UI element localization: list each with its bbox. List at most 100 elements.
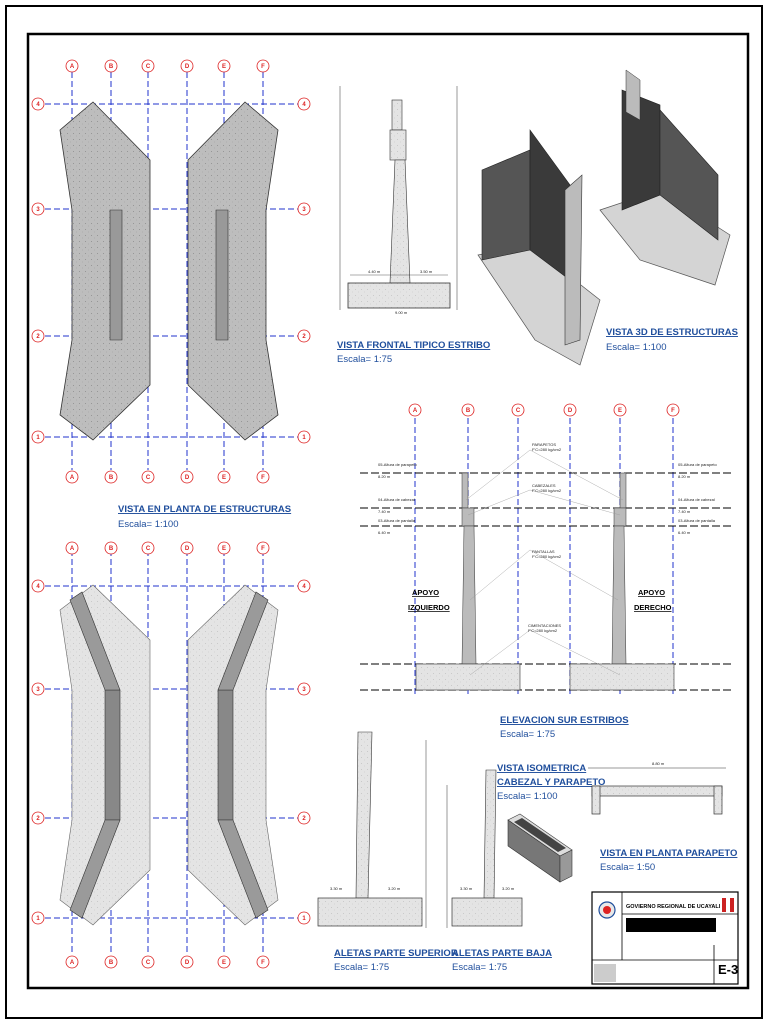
grid-col-C-top-1-label: C [146,546,151,552]
parapeto-title: VISTA EN PLANTA PARAPETO [600,848,737,859]
elev-col-C-label: C [516,408,521,414]
title-block [591,891,739,985]
grid-col-E-bot-0-bubble [217,470,231,484]
grid-col-F-bot-1-label: F [261,960,265,966]
svg-text:3.20 m: 3.20 m [388,886,401,891]
grid-row-1-r-0-bubble [297,430,311,444]
iso-title-1: VISTA ISOMETRICA [497,763,586,774]
grid-col-F-top-1-label: F [261,546,265,552]
grid-row-3-l-0-bubble [31,202,45,216]
plan-scale: Escala= 1:100 [118,519,178,530]
grid-row-1-r-1-bubble [297,911,311,925]
level-pantalla-right-val: 6.40 m [678,530,691,535]
level-pantalla-left: 03-Altura de pantalla [378,518,416,523]
grid-row-2-l-0-bubble [31,329,45,343]
grid-col-B-top-1-label: B [109,546,114,552]
elev-col-B-bubble [461,403,475,417]
svg-text:8.80 m: 8.80 m [652,761,665,766]
grid-row-4-l-1-bubble [31,579,45,593]
outer-border [5,5,763,1019]
grid-row-4-r-1-label: 4 [302,584,306,590]
grid-row-4-r-0-label: 4 [302,102,306,108]
grid-col-A-bot-1-label: A [70,960,75,966]
level-cabezal-right-val: 7.40 m [678,509,691,514]
iso-title-2: CABEZAL Y PARAPETO [497,777,605,788]
grid-row-2-r-1-label: 2 [302,816,306,822]
level-cabezal-left: 04-Altura de cabezal [378,497,415,502]
grid-col-E-top-1-label: E [222,546,226,552]
svg-text:3.20 m: 3.20 m [502,886,515,891]
grid-col-A-bot-1-bubble [65,955,79,969]
grid-row-1-l-0-label: 1 [36,435,40,441]
elevation-title: ELEVACION SUR ESTRIBOS [500,715,629,726]
grid-col-D-bot-1-bubble [180,955,194,969]
label-pantallas: PANTALLAS [532,549,555,554]
grid-col-E-bot-1-label: E [222,960,226,966]
grid-col-D-bot-1-label: D [185,960,190,966]
elev-col-C-bubble [511,403,525,417]
grid-row-2-l-0-label: 2 [36,334,40,340]
label-pantallas-fc: F'C=280 kg/cm2 [532,554,562,559]
elevation-scale: Escala= 1:75 [500,729,555,740]
grid-col-B-bot-0-label: B [109,475,114,481]
view3d-title: VISTA 3D DE ESTRUCTURAS [606,327,738,338]
isometric-view [507,813,573,883]
grid-col-A-bot-0-bubble [65,470,79,484]
org-name: GOVIERNO REGIONAL DE UCAYALI [626,904,721,910]
grid-col-F-bot-1-bubble [256,955,270,969]
plan-title: VISTA EN PLANTA DE ESTRUCTURAS [118,504,291,515]
grid-col-F-bot-0-label: F [261,475,265,481]
elevation-view: PARAPETOS F'C=280 kg/cm2 CABEZALES F'C=2… [360,418,732,695]
aletas-sup-scale: Escala= 1:75 [334,962,389,973]
grid-row-3-l-1-label: 3 [36,687,40,693]
iso-scale: Escala= 1:100 [497,791,557,802]
level-cabezal-left-val: 7.40 m [378,509,391,514]
level-pantalla-right: 03-Altura de pantalla [678,518,716,523]
view-3d [477,69,731,366]
grid-col-E-top-1-bubble [217,541,231,555]
grid-col-A-top-1-label: A [70,546,75,552]
aletas-sup-title: ALETAS PARTE SUPERIOR [334,948,458,959]
grid-col-A-top-1-bubble [65,541,79,555]
aletas-baja-title: ALETAS PARTE BAJA [452,948,552,959]
svg-text:4.40 m: 4.40 m [368,269,381,274]
grid-col-D-bot-0-label: D [185,475,190,481]
grid-row-1-l-0-bubble [31,430,45,444]
grid-row-2-l-1-label: 2 [36,816,40,822]
plan-view-bottom [45,550,300,955]
label-parapetos: PARAPETOS [532,442,556,447]
apoyo-izquierdo-1: APOYO [412,588,439,597]
level-parapeto-left-val: 8.20 m [378,474,391,479]
frontal-scale: Escala= 1:75 [337,354,392,365]
apoyo-izquierdo-2: IZQUIERDO [408,603,450,612]
grid-col-D-top-0-bubble [180,59,194,73]
grid-row-4-l-0-label: 4 [36,102,40,108]
grid-col-D-top-0-label: D [185,64,190,70]
elev-col-F-bubble [666,403,680,417]
grid-col-B-bot-1-bubble [104,955,118,969]
parapeto-scale: Escala= 1:50 [600,862,655,873]
grid-col-F-top-1-bubble [256,541,270,555]
elev-col-F-label: F [671,408,675,414]
grid-row-2-l-1-bubble [31,811,45,825]
plan-view-top [45,72,300,470]
label-cimentaciones-fc: F'C=280 kg/cm2 [528,628,558,633]
elev-col-A-label: A [413,408,418,414]
grid-col-C-bot-0-label: C [146,475,151,481]
level-cabezal-right: 04-Altura de cabezal [678,497,715,502]
sheet-number: E-3 [718,962,738,977]
grid-col-E-top-0-bubble [217,59,231,73]
label-cabezales-fc: F'C=280 kg/cm2 [532,488,562,493]
view3d-scale: Escala= 1:100 [606,342,666,353]
grid-col-A-top-0-bubble [65,59,79,73]
apoyo-derecho-1: APOYO [638,588,665,597]
grid-col-B-top-1-bubble [104,541,118,555]
frontal-title: VISTA FRONTAL TIPICO ESTRIBO [337,340,490,351]
grid-row-3-r-1-bubble [297,682,311,696]
elev-col-D-bubble [563,403,577,417]
grid-col-C-top-1-bubble [141,541,155,555]
grid-col-C-top-0-label: C [146,64,151,70]
grid-col-B-bot-1-label: B [109,960,114,966]
